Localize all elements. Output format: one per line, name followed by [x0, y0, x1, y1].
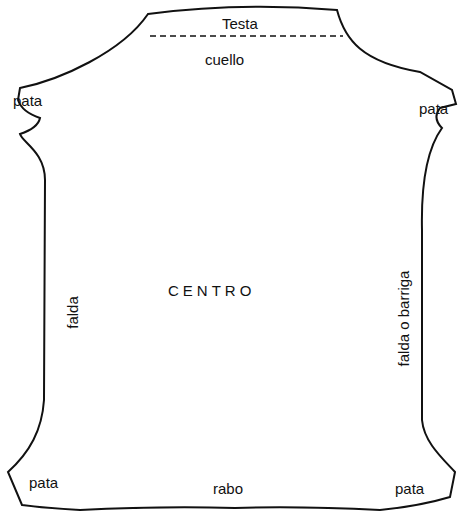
region-label: rabo — [213, 481, 243, 496]
region-label: CENTRO — [168, 283, 255, 298]
region-label: Testa — [222, 16, 258, 31]
region-label: pata — [419, 101, 448, 116]
region-label: cuello — [205, 52, 244, 67]
hide-outline — [8, 7, 456, 510]
region-label: falda — [65, 296, 80, 329]
region-label: pata — [395, 481, 424, 496]
region-label: pata — [13, 93, 42, 108]
region-label: falda o barriga — [396, 271, 411, 367]
neck-line — [150, 35, 343, 37]
region-label: pata — [29, 475, 58, 490]
